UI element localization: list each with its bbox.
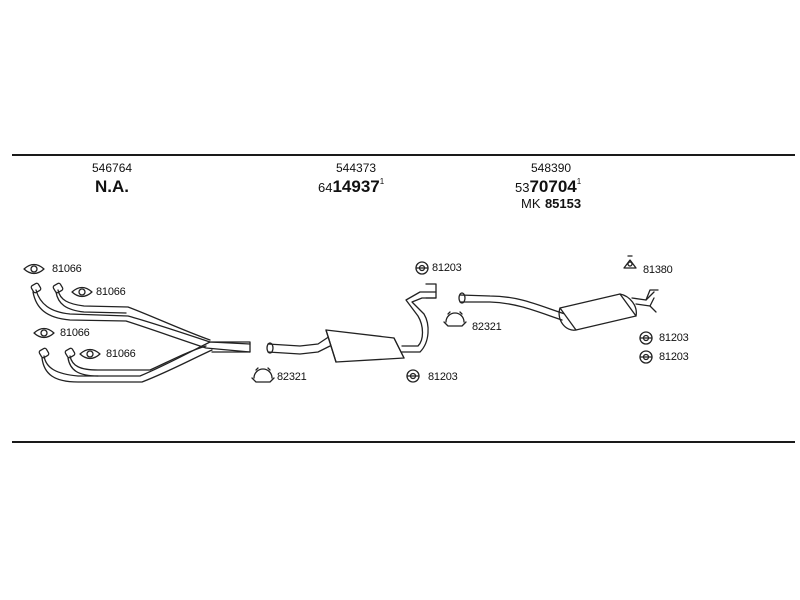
section3-mk-label: MK [521, 196, 541, 211]
gasket-a-icon [23, 263, 45, 275]
ring-a-label: 81203 [432, 262, 462, 274]
ring-d-icon [639, 350, 653, 364]
section3-mk-value: 85153 [544, 196, 582, 211]
ring-c-icon [639, 331, 653, 345]
clamp-b-label: 82321 [472, 321, 502, 333]
section1-part-number: 546764 [92, 161, 133, 175]
section2-oe-main: 14937 [332, 177, 380, 196]
top-divider [12, 154, 795, 156]
section1-oe-text: N.A. [95, 177, 129, 196]
clamp-a-label: 82321 [277, 371, 307, 383]
section2-part-number: 544373 [336, 161, 377, 175]
gasket-d-icon [79, 348, 101, 360]
section3-part-number: 548390 [531, 161, 572, 175]
clamp-b-icon [443, 311, 467, 327]
rear-silencer [458, 289, 659, 331]
section3-mk-number: MK 85153 [521, 196, 581, 212]
front-y-pipe [30, 282, 251, 383]
gasket-b-icon [71, 286, 93, 298]
ring-d-label: 81203 [659, 351, 689, 363]
section2-oe-number: 64149371 [318, 178, 384, 196]
section3-oe-suffix: 1 [576, 177, 582, 186]
section2-oe-prefix: 64 [318, 180, 333, 195]
section3-oe-number: 53707041 [515, 178, 581, 196]
hanger-icon [623, 255, 637, 269]
ring-b-label: 81203 [428, 371, 458, 383]
gasket-c-label: 81066 [60, 327, 90, 339]
ring-a-icon [415, 261, 429, 275]
center-muffler [266, 283, 437, 363]
ring-c-label: 81203 [659, 332, 689, 344]
section3-oe-main: 70704 [529, 177, 577, 196]
ring-b-icon [406, 369, 420, 383]
gasket-b-label: 81066 [96, 286, 126, 298]
clamp-a-icon [251, 367, 275, 383]
gasket-a-label: 81066 [52, 263, 82, 275]
section3-oe-prefix: 53 [515, 180, 530, 195]
gasket-d-label: 81066 [106, 348, 136, 360]
gasket-c-icon [33, 327, 55, 339]
section2-oe-suffix: 1 [379, 177, 385, 186]
bottom-divider [12, 441, 795, 443]
hanger-label: 81380 [643, 264, 673, 276]
